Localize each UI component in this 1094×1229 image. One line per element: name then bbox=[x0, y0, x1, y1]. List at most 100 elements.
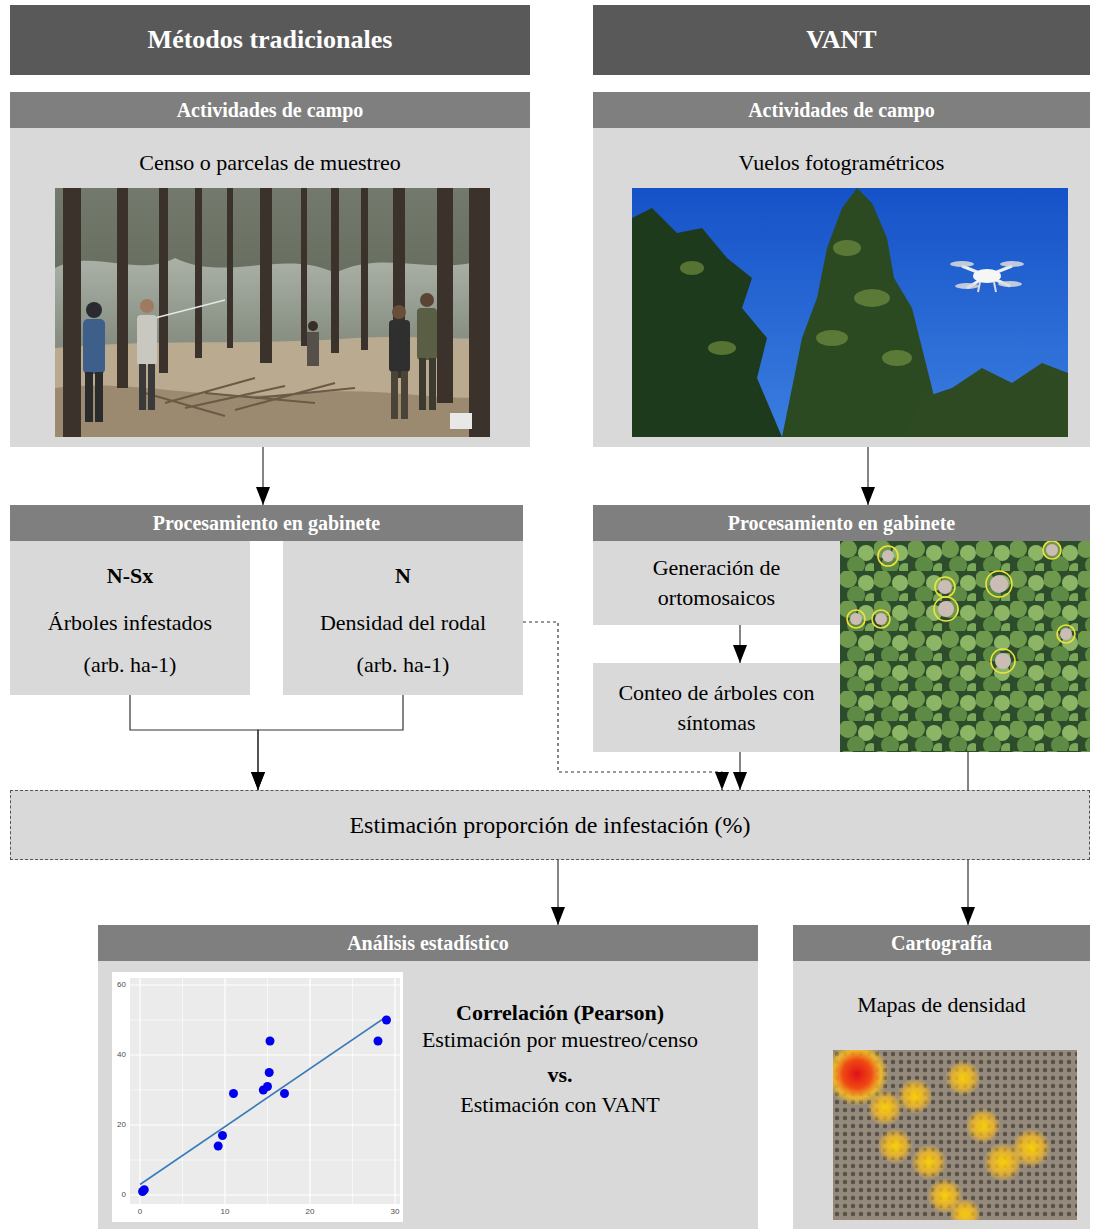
illustration-part bbox=[833, 240, 861, 256]
connector-arrow bbox=[258, 695, 403, 790]
illustration-part bbox=[117, 188, 128, 388]
illustration-part bbox=[897, 1078, 933, 1114]
illustration-part bbox=[83, 319, 105, 374]
illustration-part bbox=[63, 188, 81, 437]
illustration-part bbox=[130, 978, 400, 1204]
band-title: Procesamiento en gabinete bbox=[10, 505, 523, 541]
illustration-part bbox=[950, 261, 1024, 289]
connector-arrow bbox=[557, 860, 558, 925]
illustration-part bbox=[229, 1089, 238, 1098]
illustration-part bbox=[139, 364, 146, 410]
illustration-part bbox=[137, 315, 157, 365]
axis-tick-label: 30 bbox=[387, 1207, 403, 1217]
image-leader-line bbox=[967, 752, 968, 790]
illustration-part bbox=[265, 1068, 274, 1077]
illustration-part bbox=[854, 289, 890, 307]
tick-holder: 20 bbox=[110, 1120, 126, 1130]
connector-arrow bbox=[262, 447, 263, 505]
field-panel: Actividades de campoCenso o parcelas de … bbox=[10, 92, 530, 447]
illustration-part bbox=[437, 188, 453, 403]
illustration-part bbox=[130, 984, 400, 985]
variable-box: NDensidad del rodal (arb. ha-1) bbox=[283, 540, 523, 695]
field-photo bbox=[55, 188, 490, 437]
illustration-part bbox=[875, 613, 887, 625]
band-title: Cartografía bbox=[793, 925, 1090, 961]
processing-group: Procesamiento en gabineteGeneración de o… bbox=[593, 505, 1090, 752]
illustration-part bbox=[85, 372, 93, 422]
illustration-part bbox=[130, 1054, 400, 1055]
illustration-part bbox=[680, 261, 704, 275]
illustration-part bbox=[263, 1082, 272, 1091]
illustration-part bbox=[138, 1016, 391, 1197]
band-title: Análisis estadístico bbox=[98, 925, 758, 961]
analysis-panel: Análisis estadísticoCorrelación (Pearson… bbox=[98, 925, 758, 1229]
illustration-part bbox=[782, 188, 942, 437]
estimation-text: Estimación proporción de infestación (%) bbox=[349, 810, 750, 840]
process-text: Generación de ortomosaicos bbox=[609, 553, 824, 613]
illustration-part bbox=[130, 978, 400, 1204]
illustration-part bbox=[307, 332, 319, 366]
illustration-part bbox=[417, 308, 437, 360]
illustration-part bbox=[218, 1131, 227, 1140]
processing-group: Procesamiento en gabineteN-SxÁrboles inf… bbox=[10, 505, 523, 695]
illustration-part bbox=[392, 305, 406, 319]
illustration-part bbox=[130, 978, 400, 1204]
illustration-part bbox=[816, 330, 848, 346]
axis-tick-label: 20 bbox=[302, 1207, 318, 1217]
illustration-part bbox=[469, 188, 490, 437]
illustration-part bbox=[140, 299, 154, 313]
illustration-part bbox=[140, 1017, 387, 1185]
illustration-part bbox=[195, 188, 202, 358]
illustration-part bbox=[420, 293, 434, 307]
illustration-part bbox=[1000, 261, 1024, 267]
variable-symbol: N bbox=[395, 562, 411, 590]
tick-holder: 10 bbox=[217, 1207, 233, 1217]
illustration-part bbox=[995, 653, 1011, 669]
illustration-part bbox=[1043, 541, 1061, 559]
illustration-part bbox=[708, 341, 736, 355]
illustration-part bbox=[850, 613, 862, 625]
comparison-text: Estimación con VANT bbox=[390, 1092, 730, 1118]
illustration-part bbox=[878, 546, 898, 566]
illustration-part bbox=[224, 978, 225, 1204]
illustration-part bbox=[63, 188, 490, 437]
illustration-part bbox=[148, 364, 155, 410]
panel-text: Vuelos fotogramétricos bbox=[593, 150, 1090, 176]
drone-photo bbox=[632, 188, 1068, 437]
illustration-part bbox=[130, 1124, 400, 1125]
illustration-part bbox=[214, 1142, 223, 1151]
illustration-part bbox=[139, 978, 140, 1204]
illustration-part bbox=[945, 1060, 981, 1096]
process-box: Generación de ortomosaicos bbox=[593, 540, 840, 625]
illustration-part bbox=[112, 972, 403, 1222]
process-box: Conteo de árboles con síntomas bbox=[593, 663, 840, 752]
illustration-part bbox=[394, 978, 395, 1204]
illustration-part bbox=[990, 575, 1008, 593]
variable-box: N-SxÁrboles infestados (arb. ha-1) bbox=[10, 540, 250, 695]
illustration-part bbox=[1057, 625, 1075, 643]
illustration-part bbox=[1011, 1128, 1051, 1168]
tick-holder: 20 bbox=[302, 1207, 318, 1217]
estimation-box: Estimación proporción de infestación (%) bbox=[10, 790, 1090, 860]
illustration-part bbox=[419, 358, 426, 410]
axis-tick-label: 20 bbox=[110, 1120, 126, 1130]
axis-tick-label: 0 bbox=[132, 1207, 148, 1217]
illustration-part bbox=[374, 1037, 383, 1046]
connector-arrow bbox=[739, 752, 740, 790]
illustration-part bbox=[955, 283, 979, 289]
illustration-part bbox=[934, 597, 958, 621]
illustration-part bbox=[950, 261, 974, 267]
orthomosaic-image bbox=[840, 541, 1090, 752]
connector-arrow bbox=[967, 860, 968, 925]
illustration-part bbox=[902, 363, 1068, 437]
tick-holder: 30 bbox=[387, 1207, 403, 1217]
illustration-part bbox=[130, 1194, 400, 1195]
illustration-part bbox=[938, 601, 954, 617]
section-header: VANT bbox=[593, 5, 1090, 75]
illustration-part bbox=[680, 240, 912, 366]
illustration-part bbox=[877, 1128, 913, 1164]
connector-arrow bbox=[867, 447, 868, 505]
scatter-plot bbox=[112, 972, 403, 1222]
illustration-part bbox=[998, 281, 1022, 287]
